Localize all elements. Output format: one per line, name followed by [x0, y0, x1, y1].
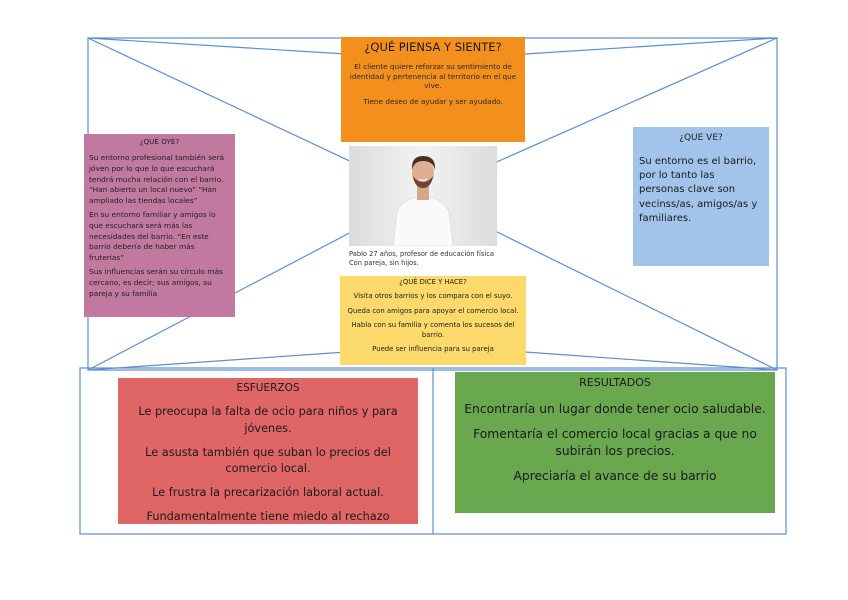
say-and-do-text: Queda con amigos para apoyar el comercio… — [346, 307, 520, 317]
gains-box: RESULTADOS Encontraría un lugar donde te… — [455, 372, 775, 513]
persona-photo — [349, 146, 497, 246]
pains-text: Le asusta también que suban lo precios d… — [128, 445, 408, 479]
hear-title: ¿QUÉ OYE? — [89, 137, 230, 146]
think-and-feel-box: ¿QUÉ PIENSA Y SIENTE? El cliente quiere … — [341, 37, 525, 142]
pains-text: Le preocupa la falta de ocio para niños … — [128, 404, 408, 438]
think-and-feel-text: El cliente quiere reforzar su sentimient… — [349, 62, 517, 91]
say-and-do-title: ¿QUÉ DICE Y HACE? — [346, 278, 520, 286]
think-and-feel-text: Tiene deseo de ayudar y ser ayudado. — [349, 97, 517, 107]
persona-caption-line: Pablo 27 años, profesor de educación fís… — [349, 250, 509, 259]
hear-text: Sus influencias serán su círculo más cer… — [89, 267, 230, 299]
say-and-do-text: Visita otros barrios y los compara con e… — [346, 292, 520, 302]
bottom-chevron-right — [525, 352, 777, 370]
top-chevron-right — [525, 38, 777, 54]
hear-text: Su entorno profesional también será jóve… — [89, 153, 230, 207]
say-and-do-text: Habla con su familia y comenta los suces… — [346, 321, 520, 340]
persona-caption-line: Con pareja, sin hijos. — [349, 259, 509, 268]
pains-text: Fundamentalmente tiene miedo al rechazo — [128, 509, 408, 526]
persona-caption: Pablo 27 años, profesor de educación fís… — [349, 250, 509, 267]
say-and-do-text: Puede ser influencia para su pareja — [346, 345, 520, 355]
gains-title: RESULTADOS — [463, 376, 767, 389]
think-and-feel-title: ¿QUÉ PIENSA Y SIENTE? — [349, 40, 517, 54]
pains-title: ESFUERZOS — [128, 382, 408, 394]
gains-text: Encontraría un lugar donde tener ocio sa… — [463, 401, 767, 419]
gains-text: Fomentaría el comercio local gracias a q… — [463, 426, 767, 461]
top-chevron-left — [88, 38, 346, 54]
say-and-do-box: ¿QUÉ DICE Y HACE? Visita otros barrios y… — [340, 276, 526, 365]
pains-text: Le frustra la precarización laboral actu… — [128, 485, 408, 502]
see-text: Su entorno es el barrio, por lo tanto la… — [639, 155, 763, 226]
hear-box: ¿QUÉ OYE? Su entorno profesional también… — [84, 134, 235, 317]
bottom-chevron-left — [88, 352, 346, 370]
man-portrait-photo-icon — [349, 146, 497, 246]
see-title: ¿QUE VE? — [639, 133, 763, 143]
hear-text: En su entorno familiar y amigos lo que e… — [89, 210, 230, 264]
see-box: ¿QUE VE? Su entorno es el barrio, por lo… — [633, 127, 769, 266]
gains-text: Apreciaría el avance de su barrio — [463, 468, 767, 486]
pains-box: ESFUERZOS Le preocupa la falta de ocio p… — [118, 378, 418, 524]
